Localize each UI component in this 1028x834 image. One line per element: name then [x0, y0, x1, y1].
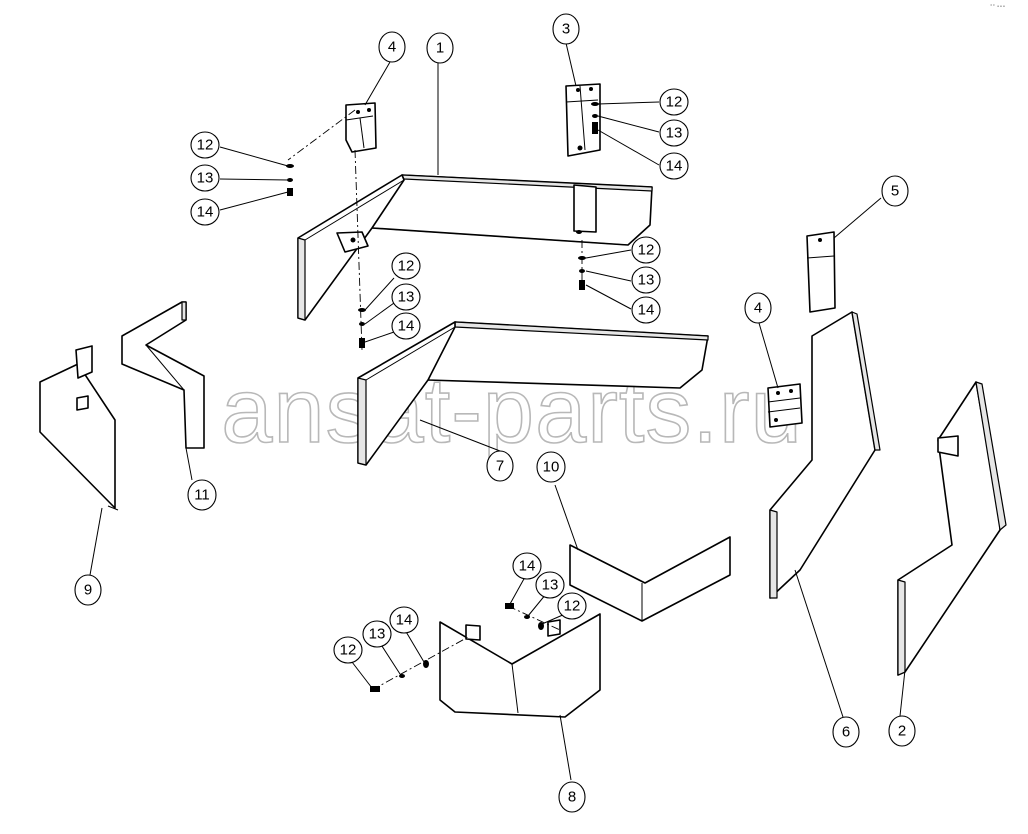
- callout-9: 9: [74, 574, 102, 606]
- svg-text:14: 14: [197, 204, 214, 221]
- callout-1: 1: [426, 32, 454, 64]
- svg-text:12: 12: [564, 598, 581, 615]
- part-3-bracket: [565, 83, 601, 157]
- svg-text:14: 14: [638, 302, 655, 319]
- part-9-guard: [39, 345, 119, 511]
- callout-12-e: 14: [389, 606, 419, 634]
- svg-text:12: 12: [638, 242, 655, 259]
- svg-text:6: 6: [842, 724, 850, 741]
- callout-7: 7: [486, 450, 514, 482]
- callout-4-top: 4: [378, 31, 406, 63]
- callout-14-a: 14: [190, 198, 220, 226]
- callout-11: 11: [187, 479, 217, 511]
- svg-text:7: 7: [496, 458, 504, 475]
- callout-14-c: 14: [391, 312, 421, 340]
- svg-text:13: 13: [369, 626, 386, 643]
- callout-12-d: 12: [631, 236, 661, 264]
- svg-text:12: 12: [398, 258, 415, 275]
- callout-10: 10: [536, 451, 566, 483]
- part-10-l-panel: [569, 536, 731, 622]
- svg-text:4: 4: [388, 39, 396, 56]
- leader-lines: [89, 42, 906, 781]
- corner-mark: °° •••: [990, 4, 1005, 10]
- callout-12-f: 12: [557, 592, 587, 620]
- svg-text:8: 8: [568, 789, 576, 806]
- callout-3: 3: [552, 13, 580, 45]
- callout-13-d: 13: [631, 266, 661, 294]
- callout-13-b: 13: [659, 119, 689, 147]
- callout-13-a: 13: [190, 164, 220, 192]
- part-2-guard: [897, 381, 1007, 676]
- svg-text:14: 14: [666, 158, 683, 175]
- callout-2: 2: [888, 715, 916, 747]
- callout-5: 5: [881, 175, 909, 207]
- callout-4-right: 4: [744, 292, 772, 324]
- svg-text:12: 12: [197, 137, 214, 154]
- svg-text:12: 12: [666, 94, 683, 111]
- svg-text:4: 4: [754, 300, 762, 317]
- svg-text:13: 13: [666, 125, 683, 142]
- callout-6: 6: [832, 716, 860, 748]
- part-5-bracket: [806, 231, 836, 313]
- callout-12-b: 12: [659, 88, 689, 116]
- svg-text:2: 2: [898, 723, 906, 740]
- svg-text:10: 10: [543, 459, 560, 476]
- svg-text:14: 14: [519, 558, 536, 575]
- svg-text:1: 1: [436, 40, 444, 57]
- callout-8: 8: [558, 781, 586, 813]
- callout-13-f: 13: [535, 571, 565, 599]
- part-1-top-tray: [297, 174, 653, 321]
- svg-text:14: 14: [398, 318, 415, 335]
- part-4-bracket-top: [345, 102, 377, 153]
- hardware-stack-top-left: [286, 109, 366, 351]
- hardware-stack-top-right: [578, 102, 599, 290]
- part-4-bracket-right: [767, 383, 803, 428]
- svg-text:9: 9: [84, 582, 92, 599]
- callout-14-d: 14: [631, 296, 661, 324]
- svg-text:12: 12: [340, 642, 357, 659]
- callout-14-e: 12: [333, 636, 363, 664]
- part-11-l-panel: [121, 301, 205, 449]
- svg-text:14: 14: [396, 612, 413, 629]
- part-7-middle-tray: [357, 321, 709, 466]
- callout-14-f: 14: [512, 552, 542, 580]
- callout-13-c: 13: [391, 283, 421, 311]
- svg-text:3: 3: [562, 21, 570, 38]
- svg-text:5: 5: [891, 183, 899, 200]
- svg-text:11: 11: [194, 487, 210, 504]
- svg-text:13: 13: [638, 272, 655, 289]
- callout-12-a: 12: [190, 131, 220, 159]
- part-8-guard: [439, 613, 601, 718]
- callout-12-c: 12: [391, 252, 421, 280]
- callout-13-e: 13: [362, 620, 392, 648]
- callout-14-b: 14: [659, 152, 689, 180]
- svg-text:13: 13: [197, 170, 214, 187]
- part-6-panel: [769, 311, 881, 599]
- svg-text:13: 13: [542, 577, 559, 594]
- svg-text:13: 13: [398, 289, 415, 306]
